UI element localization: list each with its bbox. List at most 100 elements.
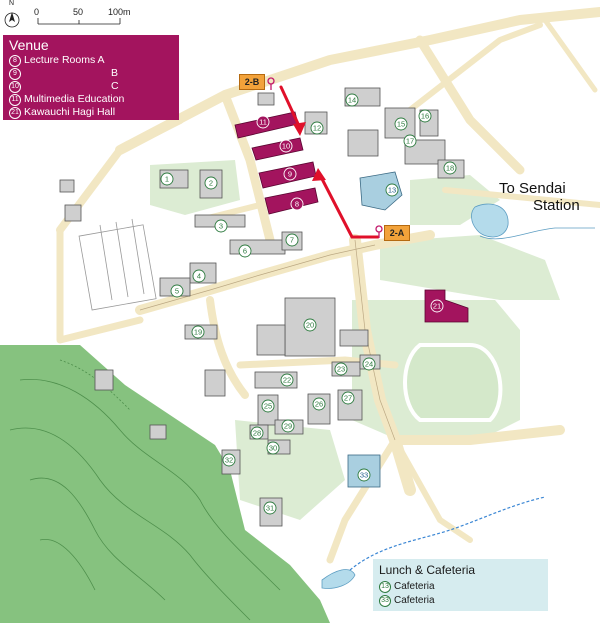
building-number-circle bbox=[266, 441, 280, 455]
building-number-label: 22 bbox=[283, 376, 291, 385]
building-marker-33: 33 bbox=[357, 468, 371, 482]
building-number-label: 1 bbox=[165, 175, 169, 184]
venue-legend-text: B bbox=[111, 67, 119, 79]
building-marker-28: 28 bbox=[250, 426, 264, 440]
building-number-circle bbox=[312, 397, 326, 411]
building-marker-21: 21 bbox=[430, 299, 444, 313]
destination-label-line1: To Sendai bbox=[499, 180, 566, 197]
building-number-circle bbox=[192, 269, 206, 283]
building-marker-1: 1 bbox=[160, 172, 174, 186]
building-marker-18: 18 bbox=[443, 161, 457, 175]
building-marker-16: 16 bbox=[418, 109, 432, 123]
building-marker-7: 7 bbox=[285, 233, 299, 247]
building-number-label: 17 bbox=[406, 137, 414, 146]
building-marker-17: 17 bbox=[403, 134, 417, 148]
building-number-label: 16 bbox=[421, 112, 429, 121]
building-marker-32: 32 bbox=[222, 453, 236, 467]
building-number-label: 2 bbox=[209, 179, 213, 188]
building-marker-19: 19 bbox=[191, 325, 205, 339]
entrance-2b-tag: 2-B bbox=[239, 74, 265, 90]
entrance-markers bbox=[267, 77, 383, 238]
building-number-circle bbox=[310, 121, 324, 135]
building-number-circle bbox=[443, 161, 457, 175]
venue-legend-text: Multimedia Education bbox=[24, 93, 125, 105]
forest-area bbox=[0, 345, 330, 623]
building-number-circle bbox=[430, 299, 444, 313]
building-number-label: 33 bbox=[360, 471, 368, 480]
building-number-circle bbox=[279, 139, 293, 153]
building-number-label: 30 bbox=[269, 444, 277, 453]
compass-icon bbox=[4, 12, 20, 28]
building-number-circle bbox=[334, 362, 348, 376]
building-marker-20: 20 bbox=[303, 318, 317, 332]
building-number-label: 18 bbox=[446, 164, 454, 173]
destination-label-line2: Station bbox=[533, 197, 580, 214]
lunch-legend-title: Lunch & Cafeteria bbox=[379, 563, 476, 577]
building-number-circle bbox=[303, 318, 317, 332]
building-number-circle bbox=[214, 219, 228, 233]
building-marker-31: 31 bbox=[263, 501, 277, 515]
building-number-circle bbox=[394, 117, 408, 131]
building-marker-15: 15 bbox=[394, 117, 408, 131]
building-marker-6: 6 bbox=[238, 244, 252, 258]
building-number-circle bbox=[285, 233, 299, 247]
lawn-oval bbox=[403, 343, 503, 422]
scale-label-50: 50 bbox=[73, 7, 84, 17]
venue-num-badge: 8 bbox=[9, 55, 21, 67]
building-number-label: 15 bbox=[397, 120, 405, 129]
building-marker-8: 8 bbox=[290, 197, 304, 211]
building-marker-29: 29 bbox=[281, 419, 295, 433]
building-number-label: 4 bbox=[197, 272, 201, 281]
building-number-circle bbox=[341, 391, 355, 405]
building-number-label: 25 bbox=[264, 402, 272, 411]
building-number-circle bbox=[362, 357, 376, 371]
building-number-label: 28 bbox=[253, 429, 261, 438]
building-marker-22: 22 bbox=[280, 373, 294, 387]
building-number-label: 11 bbox=[259, 118, 267, 127]
building-marker-2: 2 bbox=[204, 176, 218, 190]
tennis-courts bbox=[78, 218, 157, 311]
building-number-label: 5 bbox=[175, 287, 179, 296]
building-number-label: 12 bbox=[313, 124, 321, 133]
building-number-label: 8 bbox=[295, 200, 299, 209]
building-marker-23: 23 bbox=[334, 362, 348, 376]
green-areas bbox=[150, 160, 560, 520]
route-arrows bbox=[279, 85, 380, 239]
venue-num-badge: 9 bbox=[9, 68, 21, 80]
building-number-circle bbox=[261, 399, 275, 413]
building-marker-12: 12 bbox=[310, 121, 324, 135]
arrow-heads bbox=[293, 122, 326, 181]
building-number-circle bbox=[283, 167, 297, 181]
building-number-circle bbox=[281, 419, 295, 433]
building-number-label: 9 bbox=[288, 170, 292, 179]
building-marker-30: 30 bbox=[266, 441, 280, 455]
building-number-label: 7 bbox=[290, 236, 294, 245]
building-number-label: 27 bbox=[344, 394, 352, 403]
building-number-circle bbox=[170, 284, 184, 298]
lunch-legend-text: Cafeteria bbox=[394, 595, 435, 606]
building-number-circle bbox=[280, 373, 294, 387]
venue-legend-text: C bbox=[111, 80, 119, 92]
venue-legend-title: Venue bbox=[9, 37, 49, 53]
building-number-label: 6 bbox=[243, 247, 247, 256]
building-marker-14: 14 bbox=[345, 93, 359, 107]
venue-legend-text: Kawauchi Hagi Hall bbox=[24, 106, 116, 118]
building-number-label: 23 bbox=[337, 365, 345, 374]
building-marker-25: 25 bbox=[261, 399, 275, 413]
venue-num-badge: 21 bbox=[9, 107, 21, 119]
venue-num-badge: 11 bbox=[9, 94, 21, 106]
building-number-label: 24 bbox=[365, 360, 373, 369]
compass-north-label: N bbox=[9, 0, 15, 7]
building-marker-10: 10 bbox=[279, 139, 293, 153]
scale-bar bbox=[37, 18, 121, 25]
building-number-circle bbox=[191, 325, 205, 339]
